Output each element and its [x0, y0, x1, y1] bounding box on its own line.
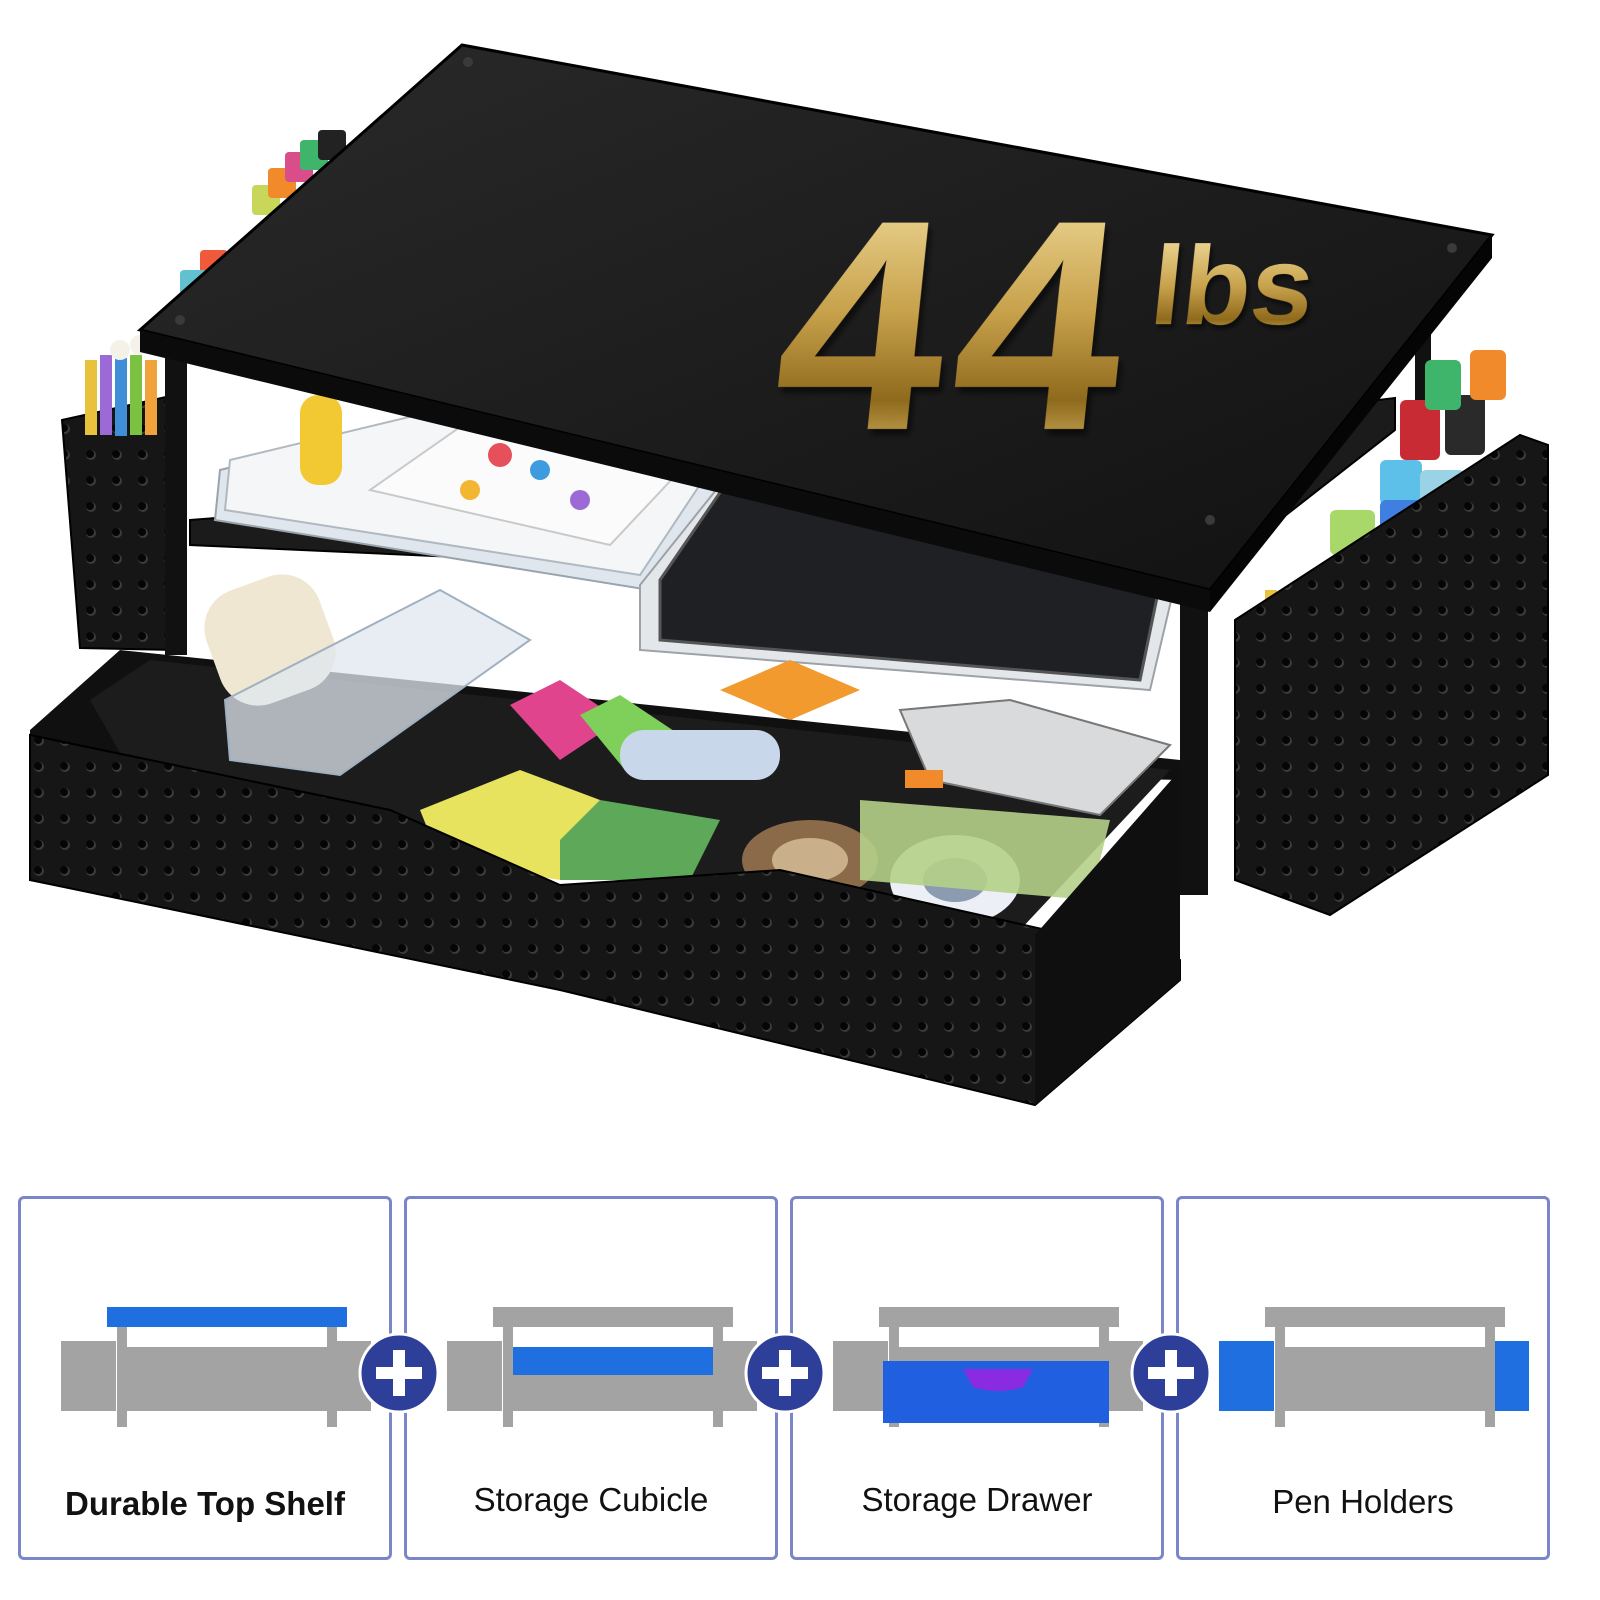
feature-card-top-shelf: Durable Top Shelf — [18, 1196, 392, 1560]
top-shelf-highlight — [107, 1307, 347, 1327]
left-pen-holder-highlight — [1219, 1341, 1274, 1411]
feature-card-storage-cubicle: Storage Cubicle — [404, 1196, 778, 1560]
left-pen-holder — [60, 335, 176, 652]
storage-drawer — [29, 574, 1181, 1107]
feature-row: Durable Top Shelf Storage Cubicle Storag… — [18, 1196, 1582, 1560]
top-shelf-front-edge — [140, 330, 1210, 612]
top-shelf-side-edge — [1210, 235, 1492, 612]
monitor-stand-illustration — [29, 43, 1549, 1107]
plus-icon — [744, 1332, 826, 1414]
right-pen-holder — [1234, 350, 1549, 917]
feature-label: Storage Cubicle — [473, 1481, 709, 1518]
cubicle-highlight — [513, 1347, 713, 1375]
capacity-badge: 44 lbs — [762, 157, 1325, 493]
capacity-unit: lbs — [1145, 223, 1321, 348]
cubicle-diagram — [447, 1307, 757, 1427]
product-hero: 44 lbs — [29, 43, 1549, 1107]
drawer-diagram — [833, 1307, 1143, 1427]
capacity-value: 44 — [762, 157, 1152, 493]
pen-holders-diagram — [1219, 1307, 1529, 1427]
feature-card-storage-drawer: Storage Drawer — [790, 1196, 1164, 1560]
plus-icon — [358, 1332, 440, 1414]
left-front-leg — [165, 355, 187, 655]
feature-label: Pen Holders — [1272, 1483, 1454, 1520]
top-shelf-diagram — [61, 1307, 371, 1427]
feature-label: Durable Top Shelf — [65, 1485, 345, 1522]
feature-label: Storage Drawer — [861, 1481, 1093, 1518]
feature-card-pen-holders: Pen Holders — [1176, 1196, 1550, 1560]
drawer-handle — [963, 1369, 1033, 1391]
plus-icon — [1130, 1332, 1212, 1414]
right-pen-holder-highlight — [1495, 1341, 1529, 1411]
